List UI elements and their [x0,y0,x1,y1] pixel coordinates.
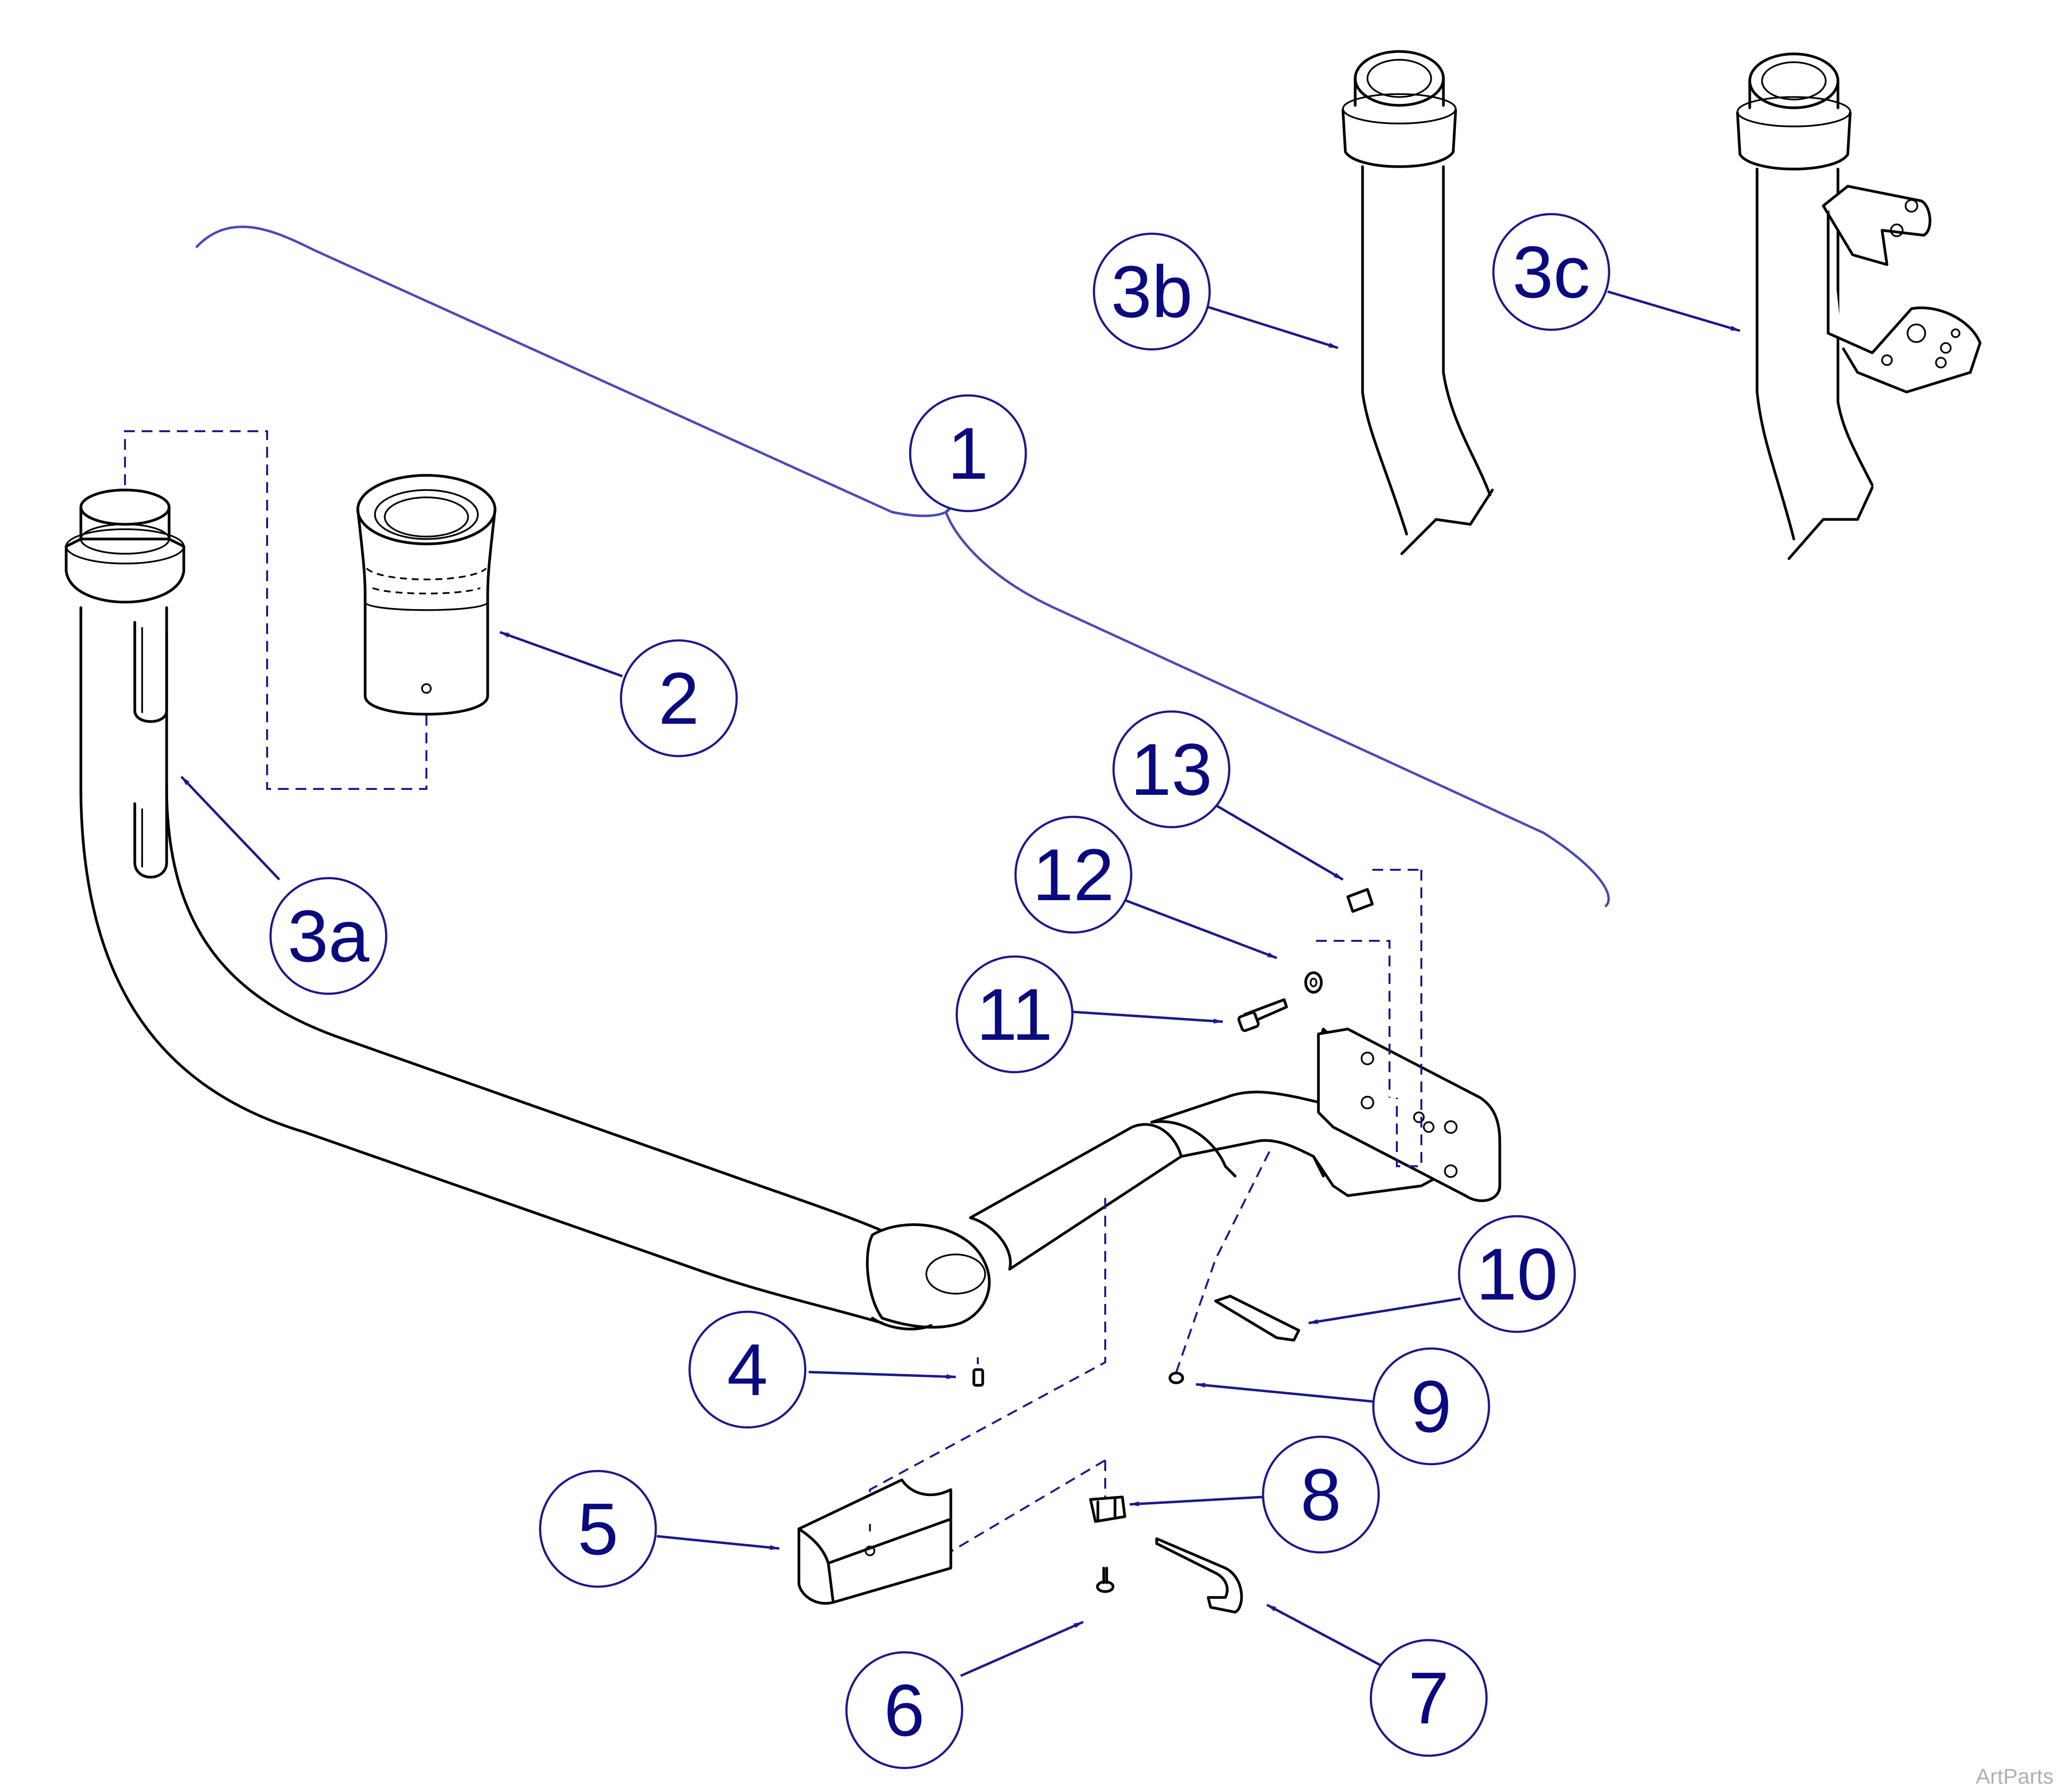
svg-text:7: 7 [1408,1657,1449,1739]
callout-11: 11 [955,955,1074,1074]
sleeve-part-2 [356,474,496,716]
curved-arm-3a [65,489,991,1330]
callout-4: 4 [688,1310,807,1429]
svg-text:3a: 3a [288,895,370,977]
part-4-setscrew [972,1368,984,1387]
callout-6: 6 [845,1651,964,1769]
part-9-screw [1168,1372,1184,1384]
part-6-screw [1096,1567,1115,1593]
arm-mount-assembly [969,1028,1501,1271]
leader-lines [180,290,1740,1677]
part-12-washer [1304,971,1323,994]
svg-text:8: 8 [1300,1453,1341,1536]
part-13-setscrew [1346,888,1374,913]
arm-variant-3c [1736,52,1982,560]
part-10-plate [1214,1295,1300,1342]
callout-8: 8 [1262,1435,1380,1554]
callout-3c: 3c [1492,213,1611,331]
svg-text:12: 12 [1033,834,1115,916]
arm-variant-3b [1341,50,1494,555]
part-8-clip [1089,1496,1126,1523]
part-7-retainer [1155,1537,1243,1614]
callout-13: 13 [1112,710,1231,829]
callout-2: 2 [620,639,738,758]
callout-1: 1 [909,394,1027,513]
callout-9: 9 [1372,1347,1490,1466]
callout-7: 7 [1369,1639,1488,1757]
svg-text:3b: 3b [1111,250,1193,333]
svg-text:10: 10 [1476,1233,1558,1315]
assembly-brace [195,225,1610,908]
svg-text:13: 13 [1131,728,1213,810]
callout-12: 12 [1014,815,1133,934]
svg-text:11: 11 [976,973,1053,1056]
svg-text:9: 9 [1411,1365,1451,1448]
callout-5: 5 [539,1470,657,1588]
svg-text:2: 2 [658,657,699,739]
callout-10: 10 [1458,1215,1576,1333]
callout-3b: 3b [1092,232,1211,351]
svg-text:5: 5 [577,1488,618,1570]
part-5-cover [797,1478,952,1605]
part-11-capscrew [1237,998,1288,1032]
watermark-text: ArtParts [1976,1765,2054,1789]
svg-text:4: 4 [727,1328,768,1411]
callout-3a: 3a [269,877,388,995]
svg-text:1: 1 [947,412,988,494]
svg-text:6: 6 [884,1669,924,1751]
svg-text:3c: 3c [1513,231,1590,313]
